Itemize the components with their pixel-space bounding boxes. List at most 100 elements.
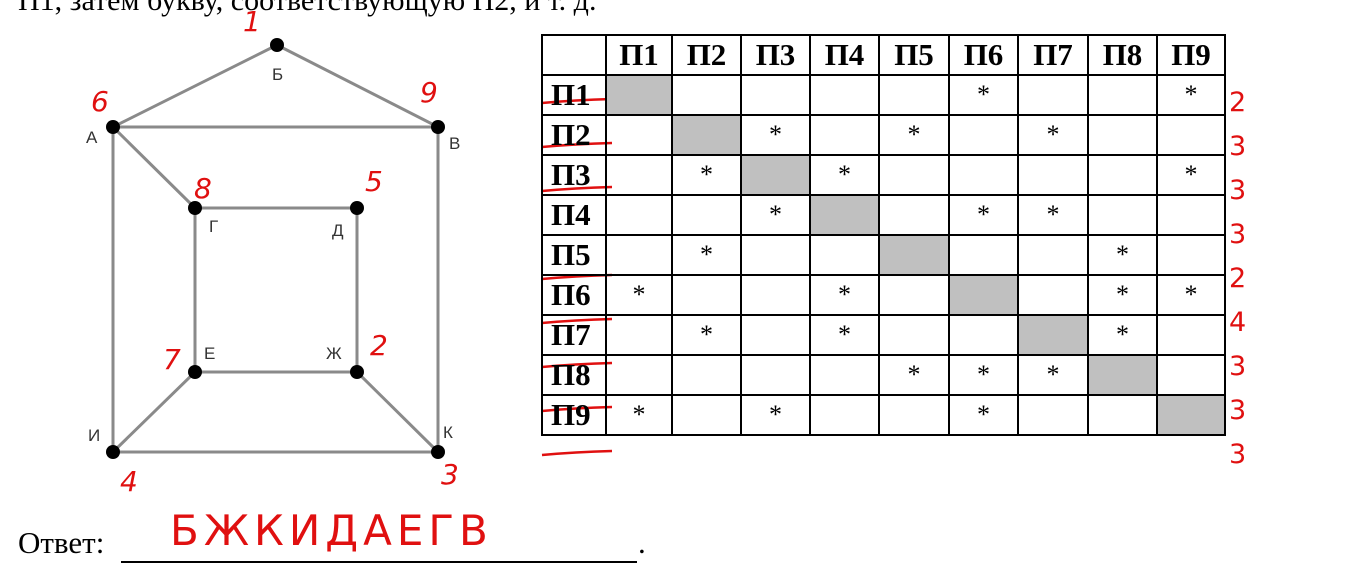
table-cell [740,354,811,396]
answer-end: . [638,525,646,560]
diagonal-cell [809,194,880,236]
diagonal-cell [605,74,673,116]
table-cell [1156,114,1226,156]
table-cell: * [671,154,742,196]
table-cell [1087,74,1158,116]
row-count-note: 3 [1229,175,1246,206]
table-cell: * [605,394,673,436]
vertex-handwritten-number: 8 [194,172,212,205]
table-cell [878,154,950,196]
table-cell: * [1087,314,1158,356]
table-cell: * [1087,274,1158,316]
table-cell [671,194,742,236]
table-corner-cell [541,34,607,76]
vertex-label: Д [332,221,344,240]
graph-edges [111,43,440,454]
vertex-label: Ж [326,344,342,363]
vertex-label: И [88,426,100,445]
graph-vertex [188,201,202,215]
table-row: П5** [541,234,1226,276]
table-cell [1087,114,1158,156]
table-cell [740,74,811,116]
column-header: П9 [1156,34,1226,76]
row-strikethrough [541,449,613,457]
table-cell [878,74,950,116]
table-row: П8*** [541,354,1226,396]
table-row: П7*** [541,314,1226,356]
table-cell [1156,354,1226,396]
row-count-note: 3 [1229,439,1246,470]
table-cell [605,314,673,356]
table-row: П4*** [541,194,1226,236]
answer-line [121,561,637,563]
table-cell [809,234,880,276]
vertex-handwritten-number: 5 [365,165,383,198]
table-cell [605,354,673,396]
row-count-note: 4 [1229,307,1246,338]
graph-vertices [106,38,445,459]
table-cell: * [740,394,811,436]
table-cell [1087,154,1158,196]
column-header: П5 [878,34,950,76]
graph-vertex [106,445,120,459]
vertex-handwritten-number: 7 [163,343,181,376]
table-cell: * [948,354,1019,396]
table-cell: * [671,314,742,356]
row-header: П1 [541,74,607,116]
table-cell [878,314,950,356]
table-cell: * [878,354,950,396]
graph-edge [355,370,440,454]
table-cell [1017,394,1089,436]
graph-edge [276,43,439,129]
table-cell [948,154,1019,196]
table-row: П6**** [541,274,1226,316]
table-cell: * [1087,234,1158,276]
table-cell [1087,394,1158,436]
column-header: П6 [948,34,1019,76]
row-count-note: 3 [1229,351,1246,382]
table-cell [1087,194,1158,236]
table-cell: * [605,274,673,316]
table-cell [740,274,811,316]
table-cell: * [1017,114,1089,156]
table-cell [740,314,811,356]
column-header: П3 [740,34,811,76]
row-count-note: 3 [1229,219,1246,250]
table-cell: * [1017,194,1089,236]
table-cell: * [1017,354,1089,396]
table-cell [605,154,673,196]
vertex-label: Б [272,65,283,84]
row-count-note: 3 [1229,395,1246,426]
answer-label: Ответ: [18,525,105,560]
table-cell: * [671,234,742,276]
row-header: П2 [541,114,607,156]
diagonal-cell [1087,354,1158,396]
table-cell: * [740,114,811,156]
vertex-handwritten-number: 1 [243,5,261,38]
column-header: П1 [605,34,673,76]
diagonal-cell [671,114,742,156]
table-cell [809,74,880,116]
table-cell [605,194,673,236]
table-cell: * [948,394,1019,436]
table-cell [948,114,1019,156]
table-cell [1017,74,1089,116]
table-cell [1156,234,1226,276]
table-cell: * [809,154,880,196]
graph-vertex [270,38,284,52]
graph-vertex [350,201,364,215]
vertex-label: К [443,423,453,442]
table-cell: * [809,274,880,316]
vertex-handwritten-number: 3 [441,458,459,491]
column-header: П2 [671,34,742,76]
table-cell [671,74,742,116]
table-cell: * [948,194,1019,236]
table-row: П3*** [541,154,1226,196]
table-cell [671,354,742,396]
row-header: П9 [541,394,607,436]
diagonal-cell [948,274,1019,316]
row-header: П7 [541,314,607,356]
